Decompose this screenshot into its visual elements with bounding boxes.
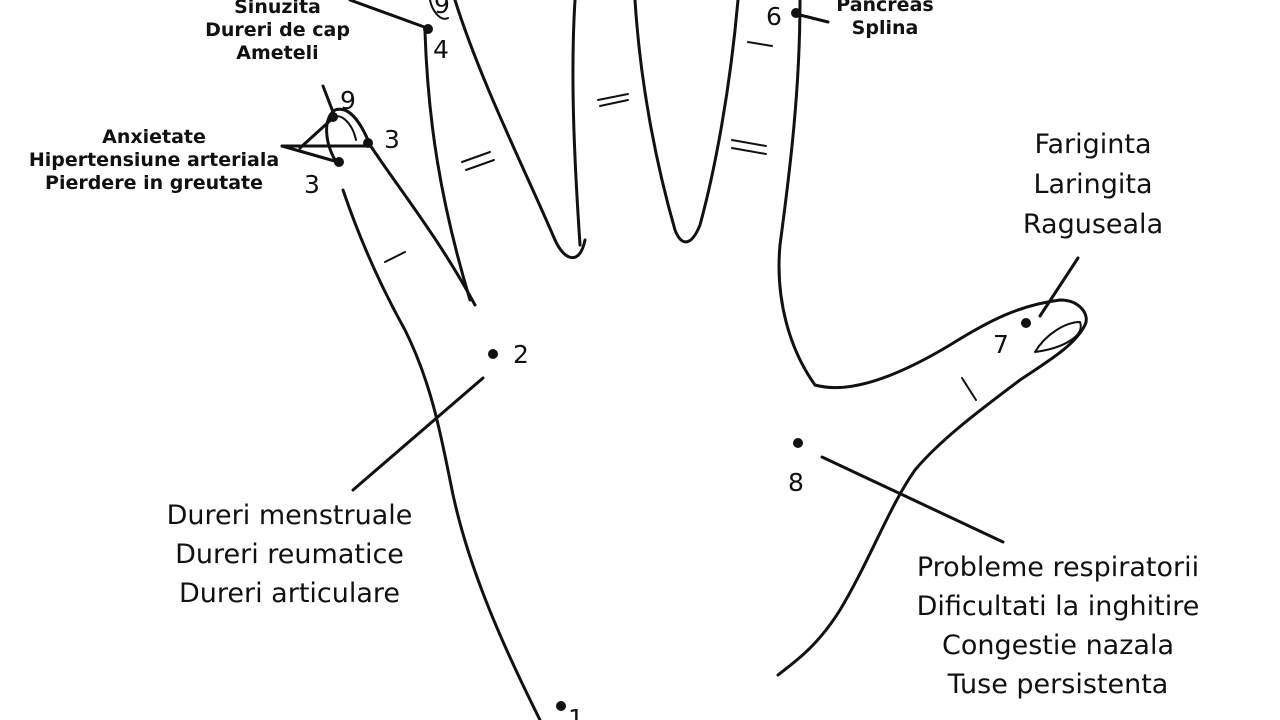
label-respiratory-2: Dificultati la inghitire <box>916 591 1200 623</box>
point-3b-dot <box>334 157 344 167</box>
point-1-number: 1 <box>568 704 584 720</box>
leader-line-respiratory <box>820 455 1005 544</box>
thumb-nail <box>1034 321 1082 353</box>
leader-line-pressure-2 <box>280 144 340 164</box>
point-7-number: 7 <box>993 330 1009 359</box>
label-head-1: Sinuzita <box>234 0 321 18</box>
point-4-dot <box>423 24 433 34</box>
label-pain-3: Dureri articulare <box>178 578 401 610</box>
leader-line-head <box>348 0 429 30</box>
label-pain-group: Dureri menstruale Dureri reumatice Durer… <box>132 496 447 613</box>
point-9a-number: 9 <box>434 0 450 19</box>
point-1-dot <box>556 701 566 711</box>
crease-index-3 <box>747 41 773 47</box>
label-respiratory-3: Congestie nazala <box>941 630 1174 662</box>
label-digestive-2: Splina <box>851 17 919 40</box>
label-throat-2: Laringita <box>1033 168 1153 200</box>
label-throat-group: Fariginta Laringita Raguseala <box>998 125 1188 245</box>
ring-finger-right <box>453 0 587 260</box>
label-head-3: Ameteli <box>236 42 319 65</box>
crease-middle-1 <box>597 93 629 101</box>
label-head-2: Dureri de cap <box>205 19 350 42</box>
point-6-dot <box>791 8 801 18</box>
crease-ring-2 <box>465 159 495 171</box>
label-pressure-3: Pierdere in greutate <box>45 172 263 195</box>
point-9b-dot <box>328 112 338 122</box>
point-3a-number: 3 <box>384 125 400 154</box>
label-digestive-1: Pancreas <box>836 0 934 16</box>
label-respiratory-1: Probleme respiratorii <box>916 552 1200 583</box>
point-8-dot <box>793 438 803 448</box>
point-4-number: 4 <box>433 35 449 64</box>
label-respiratory-4: Tuse persistenta <box>947 669 1169 701</box>
point-7-dot <box>1021 318 1031 328</box>
leader-line-pressure-3 <box>298 116 335 150</box>
point-6-number: 6 <box>766 2 782 31</box>
point-3a-dot <box>363 138 373 148</box>
label-pressure-group: Anxietate Hipertensiune arteriala Pierde… <box>4 126 304 196</box>
leader-line-9-little <box>321 84 335 114</box>
point-2-dot <box>488 349 498 359</box>
label-throat-3: Raguseala <box>1022 208 1164 240</box>
label-digestive-group: Pancreas Splina <box>830 0 940 40</box>
little-finger <box>325 107 477 307</box>
leader-line-pain <box>351 376 485 492</box>
label-pressure-1: Anxietate <box>102 126 206 148</box>
ring-finger-left <box>423 30 472 302</box>
middle-finger-left <box>571 0 582 247</box>
ring-finger-tip <box>429 0 449 20</box>
label-pain-1: Dureri menstruale <box>166 500 413 531</box>
crease-index-2 <box>731 147 767 155</box>
point-8-number: 8 <box>788 468 804 497</box>
crease-index-1 <box>731 139 767 147</box>
label-respiratory-group: Probleme respiratorii Dificultati la ing… <box>880 548 1236 705</box>
crease-ring-1 <box>461 151 491 163</box>
crease-thumb-1 <box>961 377 977 401</box>
crease-little-1 <box>384 251 406 263</box>
leader-line-throat <box>1038 256 1080 318</box>
point-3b-number: 3 <box>304 170 320 199</box>
crease-middle-2 <box>599 99 629 107</box>
point-2-number: 2 <box>513 340 529 369</box>
label-throat-1: Fariginta <box>1034 129 1152 160</box>
thumb-upper <box>776 298 1088 677</box>
label-pressure-2: Hipertensiune arteriala <box>28 149 280 172</box>
label-head-group: Sinuzita Dureri de cap Ameteli <box>180 0 375 66</box>
index-finger-right <box>777 0 817 387</box>
hand-left-edge <box>341 188 542 720</box>
middle-finger-right <box>633 0 740 244</box>
label-pain-2: Dureri reumatice <box>175 539 404 571</box>
leader-line-digestive <box>794 12 830 24</box>
point-9b-number: 9 <box>340 86 356 115</box>
